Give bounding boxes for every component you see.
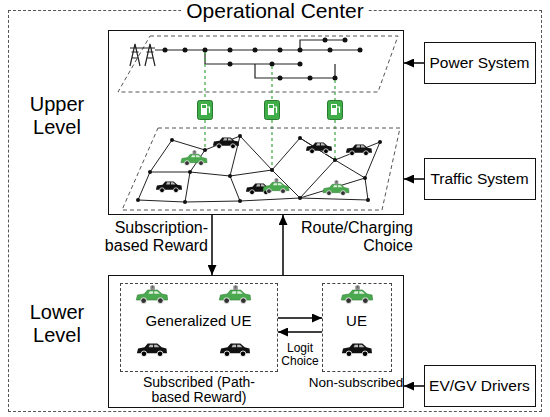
power-bus (298, 62, 303, 67)
edge-label: Subscription-based Reward (94, 219, 208, 256)
system-box: Power System (424, 42, 536, 84)
node-label: Operational Center (181, 0, 368, 23)
node-label: EV/GV Drivers (427, 377, 532, 395)
traffic-node (238, 199, 242, 203)
operational-center-frame: Operational CenterUpper LevelPower Syste… (8, 10, 542, 412)
arrow-connector (404, 385, 424, 387)
power-bus (308, 76, 313, 81)
power-bus (270, 62, 275, 67)
power-bus (343, 38, 348, 43)
traffic-node (366, 198, 370, 202)
power-bus (358, 48, 363, 53)
power-bus (163, 48, 168, 53)
traffic-node (183, 200, 187, 204)
arrow-connector (278, 317, 322, 319)
vehicle (156, 181, 182, 192)
arrow-connector (278, 331, 322, 333)
level-box: Lower LevelGeneralized UESubscribed (Pat… (108, 275, 404, 408)
traffic-node (203, 148, 207, 152)
vehicle (137, 344, 167, 357)
traffic-node (378, 140, 382, 144)
traffic-node (148, 170, 152, 174)
arrow-connector (211, 215, 213, 275)
arrow-connector (404, 178, 424, 180)
arrow-connector (404, 62, 424, 64)
power-bus (228, 48, 233, 53)
node-label: Generalized UE (123, 312, 274, 329)
charging-station (198, 101, 213, 120)
node-sublabel: Non-subscribed (293, 375, 419, 391)
group-box: Generalized UESubscribed (Path-based Rew… (120, 283, 278, 372)
node-label: UE (325, 312, 388, 329)
power-bus (253, 48, 258, 53)
traffic-node (228, 174, 232, 178)
power-bus (278, 48, 283, 53)
power-bus (333, 76, 338, 81)
traffic-node (238, 134, 242, 138)
vehicle (156, 137, 372, 195)
node-label: Lower Level (13, 301, 101, 347)
edge-label: Logit Choice (279, 342, 321, 368)
vehicle (306, 142, 332, 153)
power-bus (323, 38, 328, 43)
power-bus (298, 48, 303, 53)
node-label: Power System (427, 54, 532, 72)
power-network (145, 44, 155, 66)
charging-station (328, 101, 343, 120)
power-network (205, 50, 300, 64)
power-network (140, 48, 165, 50)
vehicle (323, 181, 349, 196)
power-bus (203, 48, 208, 53)
power-network (130, 44, 140, 66)
power-network (118, 36, 398, 92)
traffic-network (122, 128, 400, 210)
vehicle (181, 151, 207, 166)
traffic-node (363, 176, 367, 180)
power-bus (278, 76, 283, 81)
power-bus (163, 38, 363, 81)
charging-station (265, 101, 280, 120)
vehicle (342, 344, 372, 357)
vehicle (220, 344, 250, 357)
traffic-node (298, 196, 302, 200)
traffic-network (138, 136, 380, 202)
vehicle (263, 179, 289, 194)
traffic-node (170, 138, 174, 142)
arrow-connector (282, 215, 284, 275)
vehicle (213, 137, 239, 148)
vehicle (136, 286, 167, 304)
node-sublabel: Subscribed (Path-based Reward) (125, 375, 273, 405)
node-label: Traffic System (427, 170, 532, 188)
power-bus (228, 62, 233, 67)
level-box: Upper Level (108, 30, 404, 215)
traffic-node (188, 170, 192, 174)
charging-link (205, 52, 335, 170)
traffic-network (122, 128, 400, 210)
vehicle (341, 286, 372, 304)
charging-station (198, 101, 343, 120)
system-box: EV/GV Drivers (424, 365, 536, 407)
power-network (118, 36, 398, 92)
power-network (300, 40, 345, 50)
traffic-node (298, 136, 302, 140)
vehicle (346, 144, 372, 155)
power-bus (328, 48, 333, 53)
traffic-node (136, 198, 140, 202)
traffic-node (270, 168, 274, 172)
traffic-node (333, 158, 337, 162)
node-label: Upper Level (13, 93, 101, 139)
group-box: UENon-subscribed (322, 283, 392, 372)
traffic-node (136, 134, 382, 204)
vehicle (219, 286, 250, 304)
system-box: Traffic System (424, 158, 536, 200)
power-bus (183, 48, 188, 53)
power-network (255, 64, 335, 78)
edge-label: Route/Charging Choice (287, 219, 413, 256)
